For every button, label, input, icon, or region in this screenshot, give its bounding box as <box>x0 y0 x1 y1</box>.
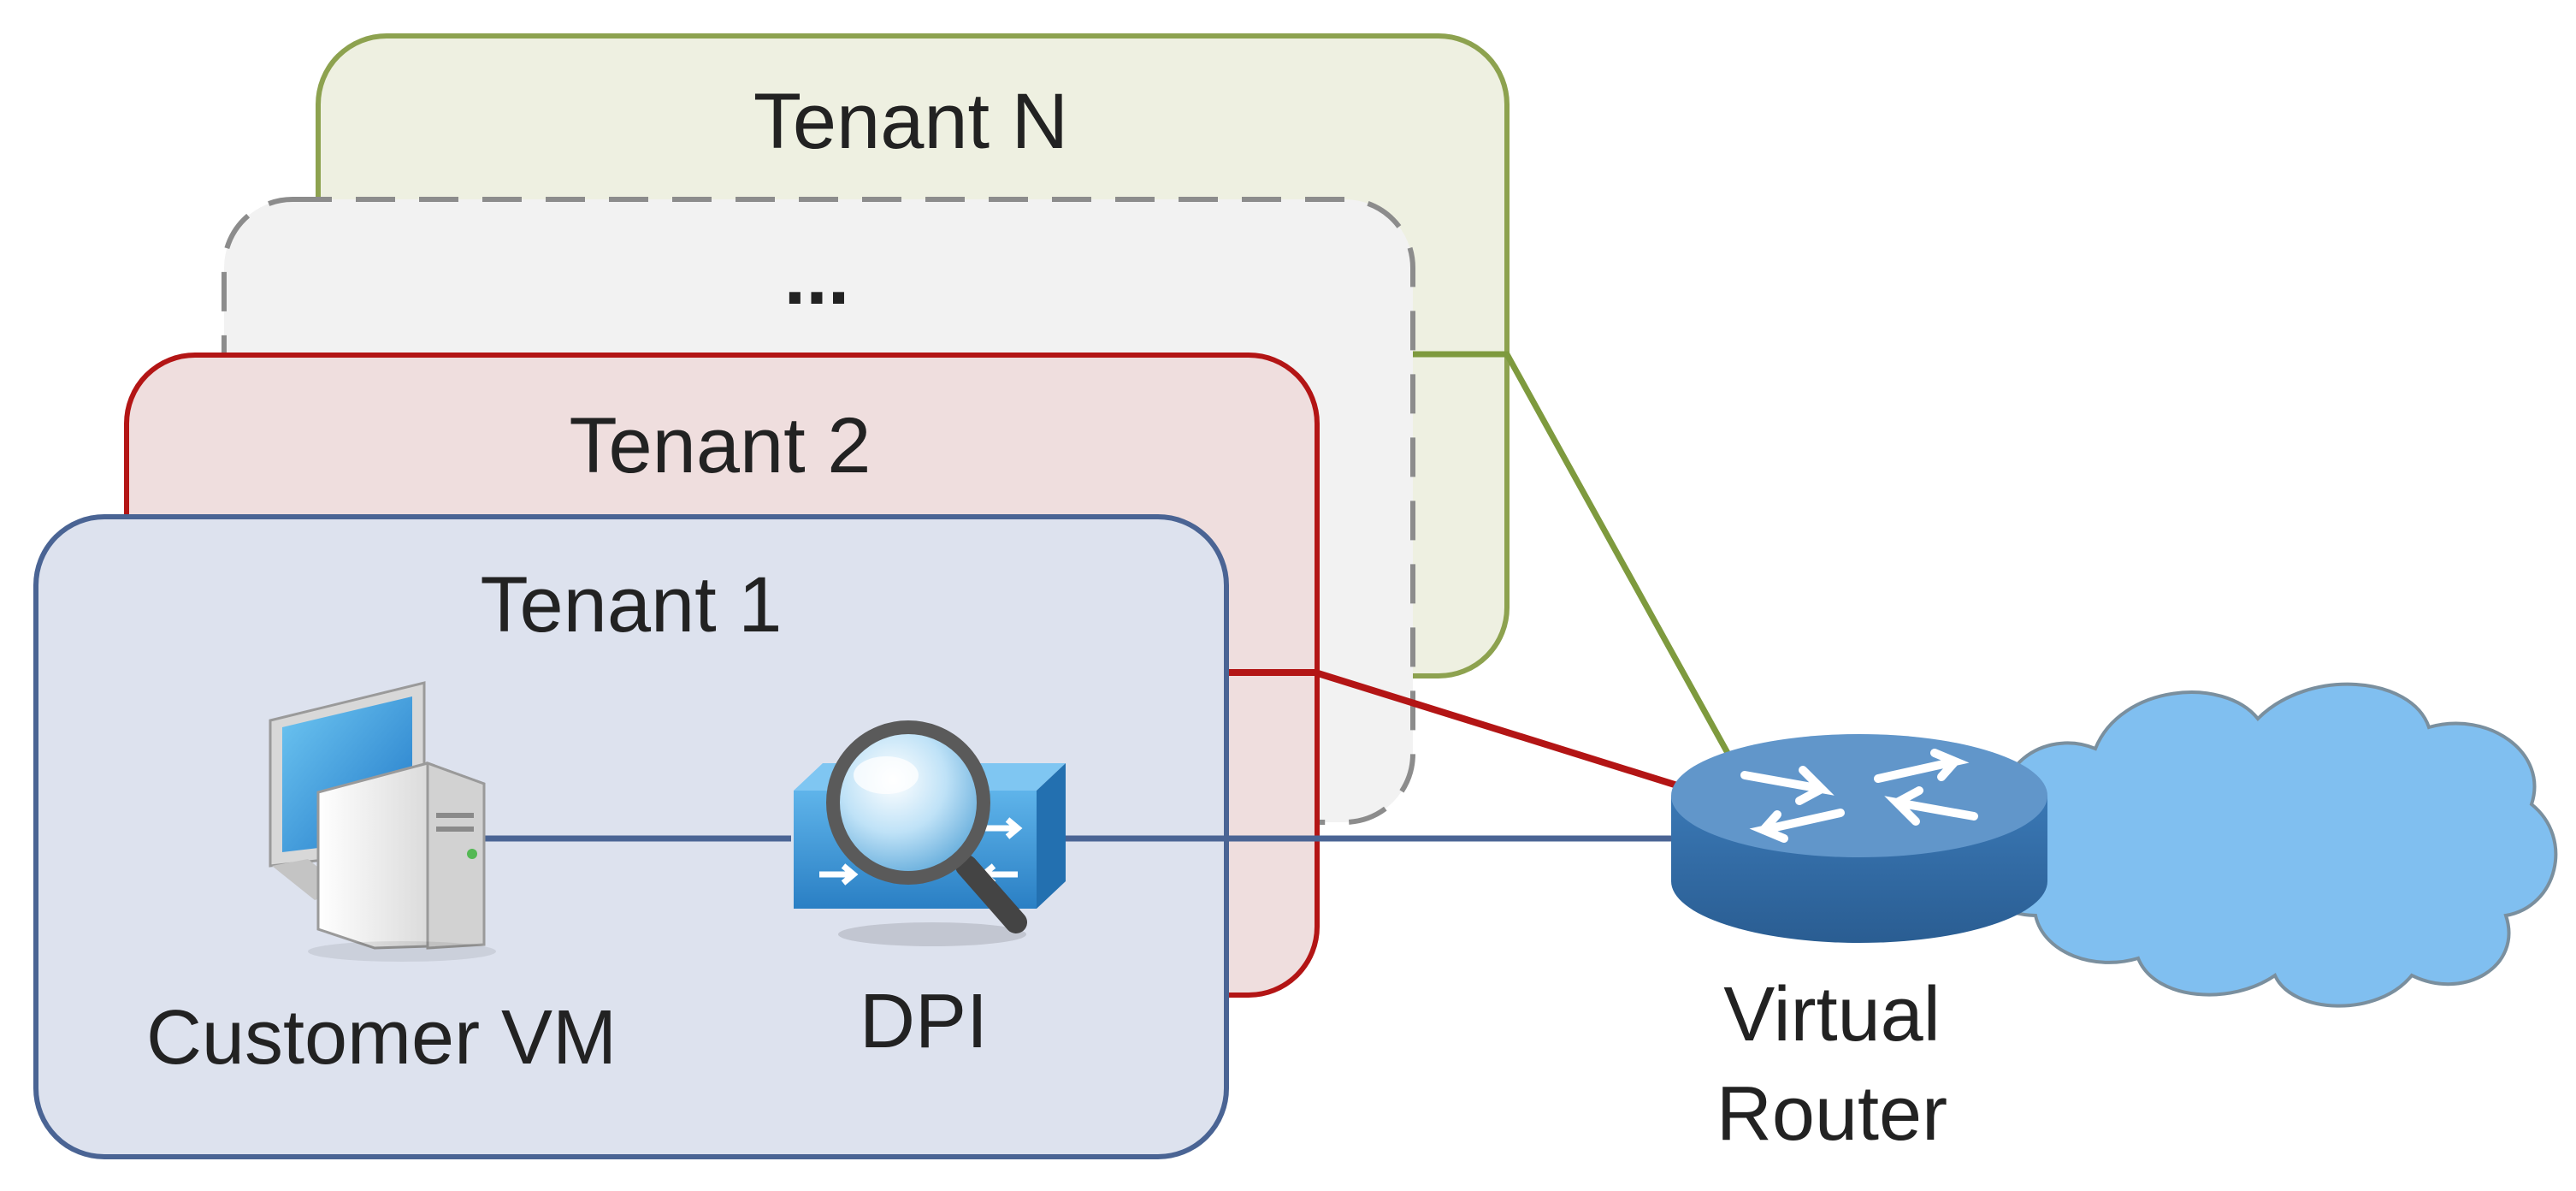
router-label-line2: Router <box>1716 1071 1947 1157</box>
cloud-icon <box>1975 682 2558 1008</box>
ellipsis-title: ... <box>784 234 850 321</box>
router-icon <box>1671 734 2047 943</box>
magnifier-switch-icon <box>794 720 1066 946</box>
tenant-n-title: Tenant N <box>753 78 1068 165</box>
customer-vm-label: Customer VM <box>146 995 617 1081</box>
tenant-2-link <box>1223 669 1704 797</box>
dpi-label: DPI <box>860 979 988 1064</box>
tenant-1-title: Tenant 1 <box>481 561 783 649</box>
desktop-computer-icon <box>269 681 496 962</box>
tenant-2-title: Tenant 2 <box>570 402 871 489</box>
router-label-line1: Virtual <box>1723 972 1940 1058</box>
tenant-n-link <box>1413 351 1731 755</box>
